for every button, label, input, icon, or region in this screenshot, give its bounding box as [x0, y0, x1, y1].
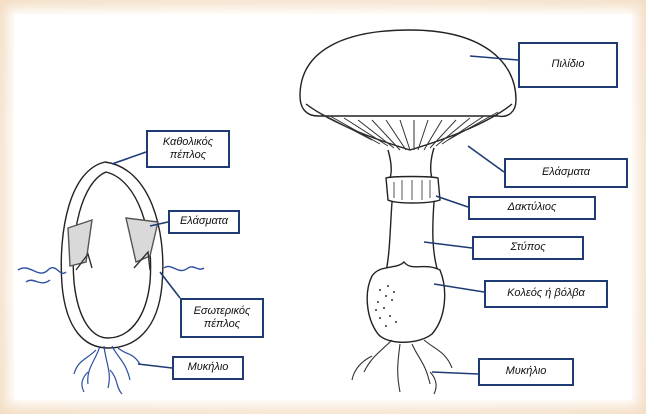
- label-cap: Πιλίδιο: [518, 42, 618, 88]
- right-rhizoid: [164, 266, 204, 270]
- label-volva: Κολεός ή βόλβα: [484, 280, 608, 308]
- cap-outline: [300, 30, 516, 116]
- label-ring: Δακτύλιος: [468, 196, 596, 220]
- left-gill-shape: [68, 220, 92, 266]
- label-universal-veil: Καθολικός πέπλος: [146, 130, 230, 168]
- right-mycelium-roots: [352, 340, 452, 394]
- label-inner-veil: Εσωτερικός πέπλος: [180, 298, 264, 338]
- gill-lines: [318, 112, 498, 150]
- label-mycelium-right: Μυκήλιο: [478, 358, 574, 386]
- label-stem: Στύπος: [472, 236, 584, 260]
- left-rhizoid: [18, 268, 66, 274]
- label-gills-left: Ελάσματα: [168, 210, 240, 234]
- stem-upper: [388, 148, 434, 178]
- label-mycelium-left: Μυκήλιο: [172, 356, 244, 380]
- stem-lower: [386, 202, 438, 272]
- left-mycelium-roots: [74, 346, 140, 394]
- label-gills-right: Ελάσματα: [504, 158, 628, 188]
